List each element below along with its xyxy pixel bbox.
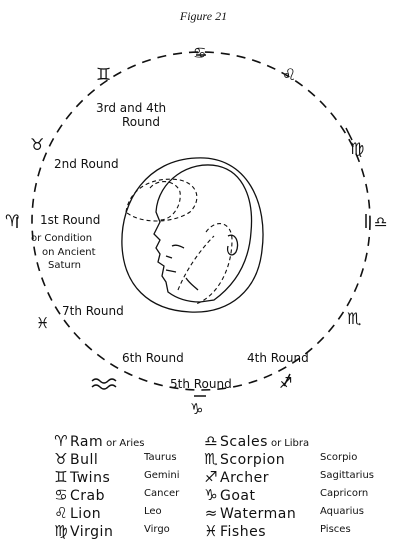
aquarius-icon (91, 378, 117, 390)
round-34-label: 3rd and 4th (96, 101, 166, 115)
legend-english-name: Virgin (70, 524, 114, 540)
round-1-label: 1st Round (40, 213, 100, 227)
scorpio-icon: ♏ (347, 309, 361, 328)
legend-latin-name: Virgo (144, 524, 170, 535)
legend-latin-name: Capricorn (320, 488, 369, 499)
brain-dashed-forms (125, 178, 233, 305)
taurus-icon: ♉ (30, 135, 44, 154)
round-34-label-line2: Round (122, 115, 160, 129)
legend-latin-name: Pisces (320, 524, 351, 535)
legend-row: ♏Scorpion Scorpio (202, 449, 382, 468)
legend-row: ♉Bull Taurus (52, 449, 202, 468)
legend-english-name: Crab (70, 488, 105, 504)
legend-row: ♓Fishes Pisces (202, 521, 382, 540)
round-6-label: 6th Round (122, 351, 184, 365)
legend-english-name: Waterman (220, 506, 297, 522)
legend-sign-icon: ♈ (54, 432, 68, 450)
round-4-label: 4th Round (247, 351, 309, 365)
legend-row: ♋Crab Cancer (52, 485, 202, 504)
legend-sign-icon: ♑ (204, 486, 218, 504)
legend-or-separator: or (106, 438, 117, 449)
leo-icon: ♌ (282, 65, 296, 84)
legend-sign-icon: ♊ (54, 468, 68, 486)
legend-latin-name: Scorpio (320, 452, 358, 463)
legend-sign-icon: ♏ (204, 450, 218, 468)
legend-latin-name: Libra (284, 438, 310, 449)
round-5-label: 5th Round (170, 377, 232, 391)
cancer-icon: ♋ (193, 44, 206, 62)
legend-english-name: Lion (70, 506, 102, 522)
legend-english-name: Twins (70, 470, 111, 486)
legend-sign-icon: ♋ (54, 486, 68, 504)
legend-english-name: Scales (220, 434, 268, 450)
legend-row: ♌Lion Leo (52, 503, 202, 522)
legend-sign-icon: ♉ (54, 450, 68, 468)
legend-row: ♐Archer Sagittarius (202, 467, 382, 486)
legend-sign-icon: ♓ (204, 522, 218, 540)
legend-row: ♑Goat Capricorn (202, 485, 382, 504)
legend-sign-icon: ♌ (54, 504, 68, 522)
legend-latin-name: Taurus (144, 452, 177, 463)
legend-latin-name: Leo (144, 506, 162, 517)
gemini-icon: ♊ (96, 65, 111, 85)
human-head-drawing (121, 157, 264, 313)
pisces-icon: ♓ (36, 314, 49, 332)
zodiac-round-diagram: ♋ ♌ ♍ ♎ ♏ ♐ ♑ ♓ ♈ ♉ ♊ 3rd and 4th Round … (5, 44, 387, 418)
legend-english-name: Ram (70, 434, 104, 450)
legend-latin-name: Sagittarius (320, 470, 375, 481)
legend-english-name: Fishes (220, 524, 266, 540)
figure-title: Figure 21 (179, 9, 228, 23)
legend-row: ♍Virgin Virgo (52, 521, 202, 540)
legend-or-separator: or (270, 438, 282, 449)
virgo-icon: ♍ (350, 139, 364, 158)
sign-tick-marks (16, 54, 367, 397)
legend-latin-name: Gemini (144, 470, 180, 481)
round-1-label-line2: or Condition (31, 233, 92, 244)
aries-icon: ♈ (5, 211, 19, 230)
round-1-label-line3: on Ancient (42, 247, 96, 258)
legend-english-name: Scorpion (220, 452, 286, 468)
legend-english-name: Goat (220, 488, 256, 504)
capricorn-icon: ♑ (190, 400, 203, 418)
legend-english-name: Archer (220, 470, 269, 486)
legend-row: ≈Waterman Aquarius (202, 503, 382, 522)
legend-sign-icon: ♎ (204, 432, 218, 450)
zodiac-circle (31, 51, 371, 391)
legend-english-name: Bull (70, 452, 99, 468)
legend-row: ♊Twins Gemini (52, 467, 202, 486)
legend-latin-name: Aries (119, 438, 145, 449)
round-2-label: 2nd Round (54, 157, 119, 171)
round-1-label-line4: Saturn (48, 260, 81, 271)
libra-icon: ♎ (374, 213, 387, 231)
round-7-label: 7th Round (62, 304, 124, 318)
legend-sign-icon: ♍ (54, 522, 68, 540)
legend-sign-icon: ≈ (204, 504, 218, 522)
legend-latin-name: Cancer (144, 488, 180, 499)
legend-latin-name: Aquarius (320, 506, 364, 517)
legend-sign-icon: ♐ (204, 468, 218, 486)
